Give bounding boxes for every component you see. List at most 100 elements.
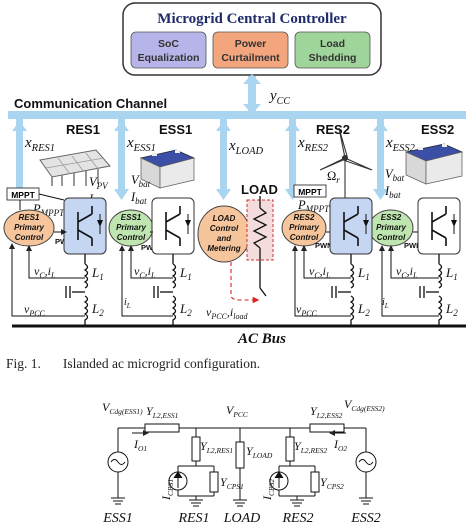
svg-text:IO2: IO2	[333, 437, 347, 453]
svg-text:L2: L2	[179, 301, 192, 318]
x-res1-sym: x	[24, 135, 32, 151]
power-wiring	[9, 193, 443, 325]
svg-text:xESS2: xESS2	[385, 135, 416, 154]
pmppt-sym: P	[32, 202, 41, 216]
ctrl-ess1-l0: ESS1	[121, 213, 142, 222]
svg-text:L1: L1	[179, 265, 192, 282]
svg-text:L1: L1	[357, 265, 370, 282]
unit-name-ess2: ESS2	[421, 122, 454, 137]
ctrl-load-l3: Metering	[207, 244, 240, 253]
svg-text:xRES2: xRES2	[297, 135, 329, 154]
omega-sym: Ω	[327, 169, 336, 183]
ycc-link: yCC	[243, 74, 290, 114]
svg-text:xESS1: xESS1	[126, 135, 156, 154]
ctrl-ess1-l2: Control	[117, 233, 146, 242]
equivalent-circuit	[107, 423, 377, 507]
inverter-res1	[63, 197, 107, 255]
svg-text:VPV: VPV	[89, 175, 109, 191]
inverter-res2	[329, 197, 373, 255]
vpv-sub: PV	[96, 181, 109, 191]
ctrl-ess2-l0: ESS2	[381, 213, 402, 222]
svg-text:vC,iL: vC,iL	[309, 264, 331, 280]
caption-fig-number: Fig. 1.	[6, 356, 41, 371]
channel-label: Communication Channel	[14, 96, 167, 111]
svg-text:L1: L1	[91, 265, 104, 282]
ibat1-sym: I	[130, 190, 136, 204]
svg-text:L1: L1	[445, 265, 458, 282]
unit-name-res2: RES2	[316, 122, 350, 137]
fn2-line1: Shedding	[309, 52, 357, 64]
vbat1-sym: V	[131, 173, 140, 187]
ibat1-sub: bat	[135, 196, 147, 206]
unit-names: RES1 ESS1 LOAD RES2 ESS2	[66, 122, 454, 197]
svg-text:YLOAD: YLOAD	[246, 444, 273, 460]
svg-text:YCPS2: YCPS2	[320, 475, 344, 491]
ycc-sub: CC	[277, 96, 291, 107]
vbat1-sub: bat	[139, 179, 151, 189]
svg-text:xRES1: xRES1	[24, 135, 55, 154]
unit-name-load: LOAD	[241, 182, 278, 197]
svg-text:PMPPT: PMPPT	[32, 202, 65, 218]
x-ess1-sym: x	[126, 135, 134, 151]
svg-text:iL: iL	[124, 297, 131, 310]
svg-text:ICPS1: ICPS1	[159, 479, 175, 501]
vbat2-sym: V	[385, 167, 394, 181]
battery-icon-ess1	[139, 149, 196, 189]
svg-text:ICPS2: ICPS2	[260, 479, 276, 501]
unit-links	[12, 119, 388, 200]
svg-text:Vbat: Vbat	[131, 173, 151, 189]
mppt-box-res1: MPPT	[6, 187, 40, 201]
pwm-ess1: PWM	[141, 243, 159, 252]
svg-text:L2: L2	[91, 301, 104, 318]
svg-text:L2: L2	[357, 301, 370, 318]
load-resistor	[230, 196, 274, 304]
pmppt2-sub: MPPT	[305, 204, 330, 214]
svg-text:VCdg(ESS2): VCdg(ESS2)	[344, 397, 385, 413]
pmppt2-sym: P	[297, 198, 306, 212]
ac-bus: AC Bus	[12, 324, 466, 347]
ctrl-res2-l1: Primary	[289, 223, 319, 232]
svg-text:iL: iL	[382, 297, 389, 310]
fn0-line1: Equalization	[138, 52, 200, 64]
bottom-label-load: LOAD	[223, 511, 261, 526]
svg-text:L2: L2	[445, 301, 458, 318]
svg-text:YCPS1: YCPS1	[220, 475, 244, 491]
ctrl-res2-l0: RES2	[294, 213, 315, 222]
ctrl-load-l0: LOAD	[213, 214, 236, 223]
ctrl-res1-l1: Primary	[14, 223, 44, 232]
mppt-box-res2: MPPT	[293, 184, 327, 198]
communication-channel: Communication Channel	[8, 96, 466, 119]
unit-name-ess1: ESS1	[159, 122, 192, 137]
ctrl-res2-l2: Control	[290, 233, 319, 242]
svg-text:vPCC: vPCC	[296, 302, 318, 318]
mppt-label-res1: MPPT	[11, 190, 35, 200]
pwm-ess2: PWM	[404, 241, 422, 250]
svg-text:vPCC,iload: vPCC,iload	[206, 305, 248, 321]
svg-text:Vbat: Vbat	[385, 167, 405, 183]
svg-text:IO1: IO1	[133, 437, 147, 453]
ctrl-ess1-l1: Primary	[116, 223, 146, 232]
svg-text:YL2,RES1: YL2,RES1	[200, 439, 233, 455]
bottom-label-res1: RES1	[177, 511, 209, 526]
ctrl-load-l1: Control	[210, 224, 239, 233]
bottom-label-ess2: ESS2	[350, 511, 381, 526]
svg-text:vC,iL: vC,iL	[134, 264, 156, 280]
svg-text:Ωr: Ωr	[327, 169, 340, 185]
circuit-labels: VCdg(ESS1) YL2,ESS1 IO1 VPCC YL2,ESS2 VC…	[102, 397, 385, 501]
x-load-sym: x	[228, 138, 236, 154]
svg-text:VPCC: VPCC	[226, 403, 249, 419]
svg-text:YL2,RES2: YL2,RES2	[294, 439, 327, 455]
unit-x-labels: xRES1 xESS1 xLOAD xRES2 xESS2	[24, 135, 416, 157]
